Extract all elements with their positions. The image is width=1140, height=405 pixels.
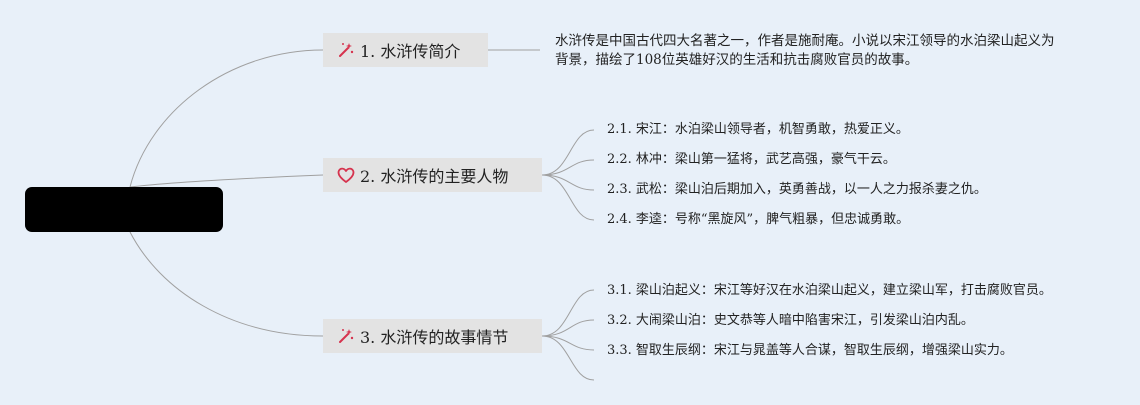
branch-node-plots[interactable]: 3. 水浒传的故事情节	[323, 319, 542, 353]
plot-item[interactable]: 3.2.大闹梁山泊：史文恭等人暗中陷害宋江，引发梁山泊内乱。	[607, 312, 974, 330]
character-text: 林冲：梁山第一猛将，武艺高强，豪气干云。	[635, 152, 896, 167]
root-node[interactable]	[25, 187, 223, 232]
character-num: 2.2.	[607, 152, 632, 167]
character-item[interactable]: 2.1.宋江：水泊梁山领导者，机智勇敢，热爱正义。	[607, 121, 909, 139]
character-num: 2.4.	[607, 212, 632, 227]
character-num: 2.3.	[607, 182, 632, 197]
connector-branch2-leaf2	[541, 159, 595, 176]
character-item[interactable]: 2.4.李逵：号称“黑旋风”，脾气粗暴，但忠诚勇敢。	[607, 211, 909, 229]
plot-text: 大闹梁山泊：史文恭等人暗中陷害宋江，引发梁山泊内乱。	[635, 313, 974, 328]
connector-branch2-leaf1	[541, 129, 595, 176]
branch-node-intro[interactable]: 1. 水浒传简介	[323, 33, 488, 67]
plot-item[interactable]: 3.1.梁山泊起义：宋江等好汉在水泊梁山起义，建立梁山军，打击腐败官员。	[607, 282, 1052, 300]
plot-text: 智取生辰纲：宋江与晁盖等人合谋，智取生辰纲，增强梁山实力。	[635, 343, 1013, 358]
connector-root-branch1	[129, 49, 324, 188]
connector-branch3-extra	[541, 335, 595, 381]
character-item[interactable]: 2.2.林冲：梁山第一猛将，武艺高强，豪气干云。	[607, 151, 896, 169]
character-text: 宋江：水泊梁山领导者，机智勇敢，热爱正义。	[635, 122, 909, 137]
branch-label: 2. 水浒传的主要人物	[360, 167, 509, 186]
plot-num: 3.2.	[607, 313, 632, 328]
connector-branch3-leaf3	[541, 335, 595, 351]
connector-branch2-leaf4	[541, 174, 595, 221]
character-text: 武松：梁山泊后期加入，英勇善战，以一人之力报杀妻之仇。	[635, 182, 987, 197]
connector-branch2-leaf3	[541, 174, 595, 191]
connector-branch3-leaf1	[541, 289, 595, 337]
branch-label: 1. 水浒传简介	[360, 42, 461, 61]
plot-num: 3.1.	[607, 283, 632, 298]
plot-text: 梁山泊起义：宋江等好汉在水泊梁山起义，建立梁山军，打击腐败官员。	[635, 283, 1052, 298]
character-text: 李逵：号称“黑旋风”，脾气粗暴，但忠诚勇敢。	[635, 212, 910, 227]
connector-branch3-leaf2	[541, 319, 595, 337]
connector-root-branch3	[129, 231, 324, 337]
branch-label: 3. 水浒传的故事情节	[360, 328, 509, 347]
sparkle-wand-icon	[336, 326, 356, 346]
branch-node-characters[interactable]: 2. 水浒传的主要人物	[323, 158, 542, 192]
plot-item[interactable]: 3.3.智取生辰纲：宋江与晁盖等人合谋，智取生辰纲，增强梁山实力。	[607, 342, 1013, 360]
intro-description: 水浒传是中国古代四大名著之一，作者是施耐庵。小说以宋江领导的水泊梁山起义为背景，…	[555, 33, 1055, 68]
sparkle-wand-icon	[336, 40, 356, 60]
character-item[interactable]: 2.3.武松：梁山泊后期加入，英勇善战，以一人之力报杀妻之仇。	[607, 181, 987, 199]
connector-root-branch2	[129, 174, 324, 188]
character-num: 2.1.	[607, 122, 632, 137]
heart-outline-icon	[336, 165, 356, 185]
plot-num: 3.3.	[607, 343, 632, 358]
